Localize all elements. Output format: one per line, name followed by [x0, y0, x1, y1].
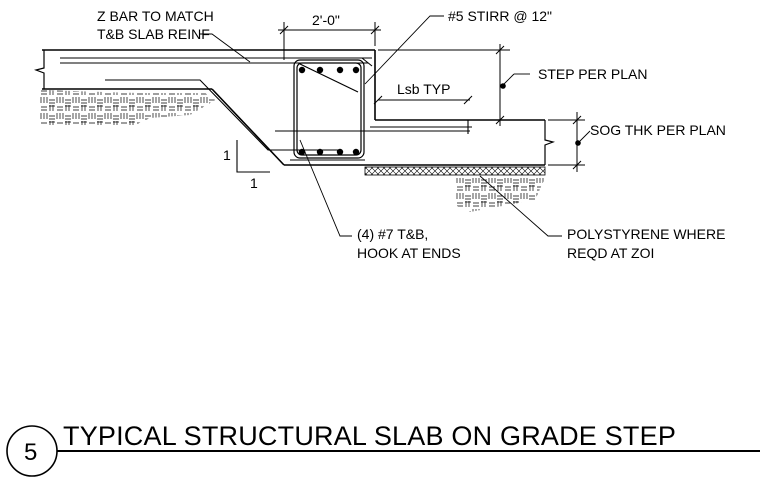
- lap-note: Lsb TYP: [397, 81, 450, 97]
- stirrup-note: #5 STIRR @ 12": [448, 8, 552, 24]
- z-bar: [60, 57, 373, 67]
- step-dimension: [378, 44, 530, 126]
- polystyrene-layer: [364, 166, 546, 176]
- sog-leader-dot: [575, 140, 581, 146]
- slope-triangle: [236, 140, 270, 173]
- stirrup-leader: [364, 15, 444, 85]
- poly-leader: [479, 175, 562, 237]
- step-leader-dot: [500, 83, 506, 89]
- upper-slab: [33, 49, 375, 90]
- bars-leader: [299, 139, 352, 237]
- detail-title: TYPICAL STRUCTURAL SLAB ON GRADE STEP: [63, 421, 676, 451]
- break-line: [544, 120, 556, 165]
- slope-rise-text: 1: [223, 147, 231, 163]
- bars-note-line2: HOOK AT ENDS: [357, 245, 461, 261]
- lower-slab-bar: [275, 120, 472, 134]
- lap-dimension: [373, 95, 473, 105]
- slope-run-text: 1: [250, 175, 258, 191]
- width-dimension: [278, 22, 381, 60]
- bars-note-line1: (4) #7 T&B,: [357, 226, 428, 242]
- z-bar-note-line2: T&B SLAB REINF: [97, 26, 210, 42]
- detail-number: 5: [24, 439, 37, 466]
- sog-note: SOG THK PER PLAN: [590, 122, 726, 138]
- soil-hatch: [40, 90, 545, 212]
- poly-note-line2: REQD AT ZOI: [567, 245, 654, 261]
- width-dim-text: 2'-0": [312, 12, 340, 28]
- z-bar-note-line1: Z BAR TO MATCH: [97, 8, 214, 24]
- step-note: STEP PER PLAN: [538, 66, 647, 82]
- step-outline: [211, 50, 545, 166]
- stirrup: [293, 59, 365, 159]
- z-bar-leader: [200, 33, 251, 63]
- rebar-dots: [298, 66, 360, 156]
- poly-note-line1: POLYSTYRENE WHERE: [567, 226, 725, 242]
